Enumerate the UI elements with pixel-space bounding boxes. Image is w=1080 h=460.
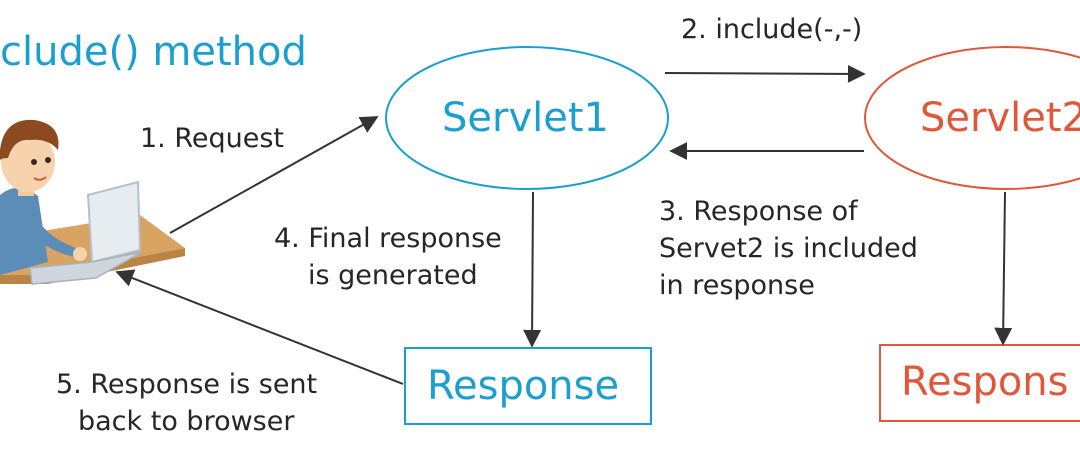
step-1-label: 1. Request [140, 123, 285, 154]
include-arrow [664, 64, 866, 83]
step-3-label-line3: in response [659, 270, 815, 301]
step-4-label-line1: 4. Final response [274, 223, 502, 254]
servlet1-node [385, 46, 669, 190]
servlet2-response-arrow [994, 191, 1013, 346]
request-arrow [169, 116, 379, 234]
servlet1-label: Servlet1 [442, 95, 609, 141]
response-box-servlet1 [404, 347, 652, 425]
final-response-arrow [523, 191, 542, 348]
servlet2-label: Servlet2 [920, 95, 1080, 141]
step-5-label-line1: 5. Response is sent [56, 369, 318, 400]
step-4-label-line2: is generated [308, 260, 478, 291]
step-5-label-line2: back to browser [78, 406, 295, 437]
step-3-label-line2: Servet2 is included [659, 233, 918, 264]
step-3-label-line1: 3. Response of [659, 196, 858, 227]
response2-label: Respons [901, 359, 1069, 405]
response1-label: Response [427, 363, 620, 409]
sent-back-arrow [115, 269, 404, 385]
user-at-laptop-icon [0, 119, 185, 285]
response-box-servlet2 [879, 344, 1080, 422]
diagram-title: clude() method [0, 29, 307, 75]
step-2-label: 2. include(-,-) [681, 14, 863, 45]
servlet2-node [864, 46, 1080, 190]
